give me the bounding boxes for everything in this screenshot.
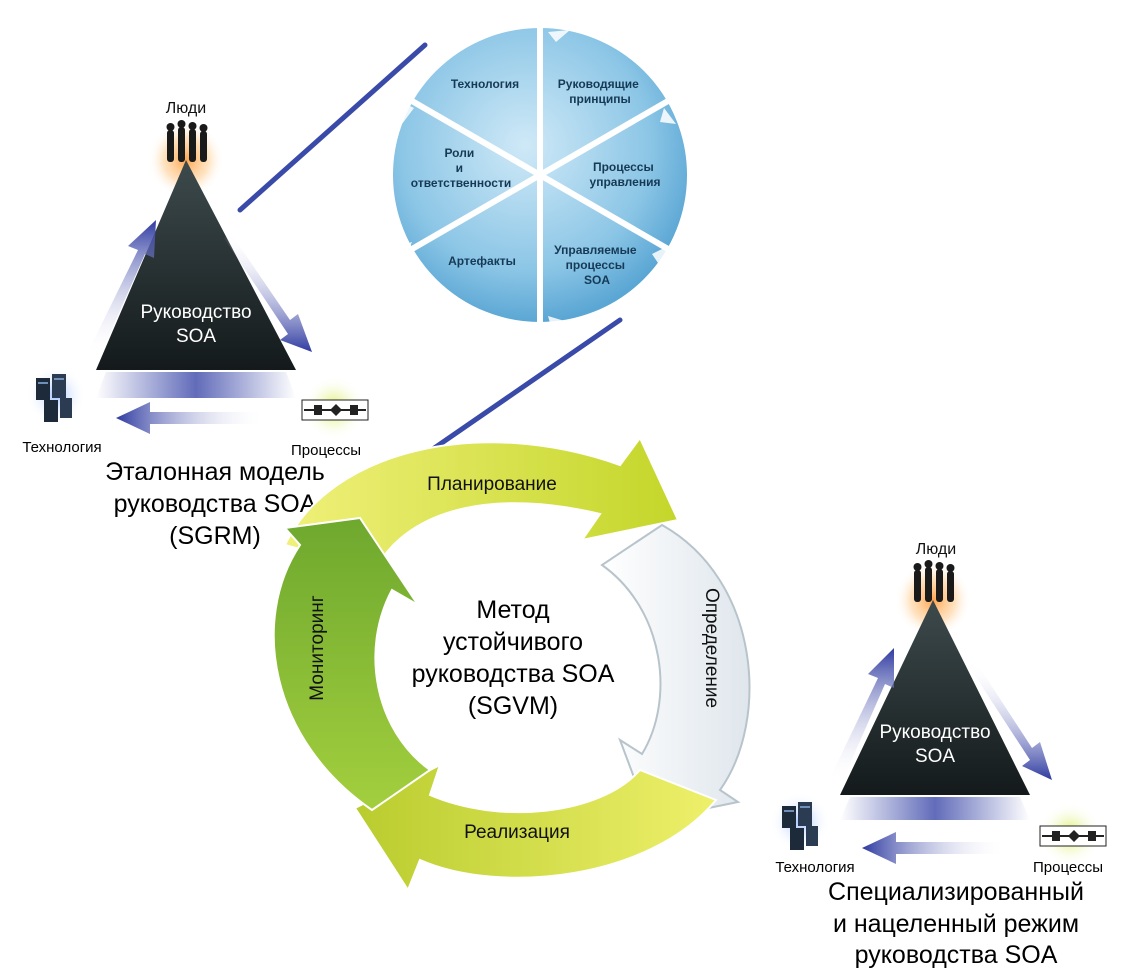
wheel-segment-managed-soa-processes: Управляемые процессы SOA: [554, 243, 640, 287]
wheel-segment-guiding-principles-line1: Руководящие: [558, 77, 639, 91]
wheel-segment-roles-line3: ответственности: [411, 176, 511, 190]
triangle-center-line2: SOA: [915, 746, 955, 767]
cycle-label-definition: Определение: [701, 588, 722, 708]
wheel-dividers: [410, 25, 670, 325]
wheel-segment-management-processes-line1: Процессы: [593, 160, 654, 174]
servers-icon: [36, 374, 72, 422]
wheel-segment-roles: Роли и ответственности: [411, 146, 511, 190]
left-reference-model: Люди Руководство SOA Технология Процессы…: [22, 100, 369, 550]
wheel-segment-managed-soa-processes-line2: процессы: [566, 258, 625, 272]
servers-icon: [782, 802, 818, 850]
wheel-rim-arrows: [398, 30, 676, 330]
arrow-up-icon: [830, 648, 894, 782]
cycle-label-monitoring: Мониторинг: [307, 595, 328, 700]
wheel-segment-guiding-principles-line2: принципы: [569, 92, 630, 106]
people-label: Люди: [916, 541, 956, 558]
sgrm-caption-line1: Эталонная модель: [105, 458, 325, 486]
wheel-segment-roles-line2: и: [456, 161, 463, 175]
technology-label: Технология: [22, 439, 101, 456]
specialized-caption-line2: и нацеленный режим: [833, 910, 1079, 938]
processes-label: Процессы: [291, 442, 361, 459]
connector-triangle-to-wheel: [237, 42, 428, 213]
wheel-segment-managed-soa-processes-line3: SOA: [584, 273, 610, 287]
triangle-center-line2: SOA: [176, 326, 216, 347]
cycle-arrow-planning: [283, 436, 680, 572]
people-icon: [913, 560, 955, 602]
wheel-segment-management-processes: Процессы управления: [590, 160, 661, 189]
wheel-segment-technology: Технология: [451, 77, 519, 91]
sgvm-center-line2: устойчивого: [443, 628, 583, 656]
sgvm-center-line1: Метод: [476, 596, 550, 624]
sgvm-center-line4: (SGVM): [468, 692, 558, 720]
wheel-segment-management-processes-line2: управления: [590, 175, 661, 189]
arrow-left-icon: [116, 402, 265, 434]
triangle-center-line1: Руководство: [879, 722, 990, 743]
arrow-left-icon: [862, 832, 1006, 864]
triangle-center-line1: Руководство: [140, 302, 251, 323]
governance-triangle: [96, 160, 296, 370]
right-specialized-model: Люди Руководство SOA Технология Процессы…: [770, 541, 1107, 969]
triangle-base-band: [96, 372, 296, 398]
arrow-up-icon: [88, 220, 156, 356]
triangle-base-band: [840, 797, 1030, 820]
sgvm-cycle: Планирование Определение Реализация Мони…: [272, 436, 751, 893]
people-label: Люди: [166, 100, 206, 117]
cycle-label-implementation: Реализация: [464, 822, 570, 843]
people-icon: [166, 120, 208, 162]
process-flow-icon: [1039, 825, 1107, 847]
cycle-arrow-implementation: [353, 763, 718, 893]
arrow-down-icon: [224, 232, 312, 352]
wheel-segment-roles-line1: Роли: [444, 146, 474, 160]
arrow-down-icon: [970, 662, 1052, 780]
cycle-arrow-definition: [600, 523, 751, 822]
process-flow-icon: [301, 399, 369, 421]
wheel-segment-artifacts-line1: Артефакты: [448, 254, 516, 268]
wheel-segment-guiding-principles: Руководящие принципы: [558, 77, 642, 106]
specialized-caption-line1: Специализированный: [828, 878, 1084, 906]
sgrm-caption-line2: руководства SOA: [114, 490, 317, 518]
processes-label: Процессы: [1033, 859, 1103, 876]
wheel-segment-managed-soa-processes-line1: Управляемые: [554, 243, 637, 257]
cycle-arrow-monitoring: [272, 516, 432, 812]
technology-label: Технология: [775, 859, 854, 876]
governance-wheel: Технология Руководящие принципы Процессы…: [391, 25, 689, 330]
specialized-caption-line3: руководства SOA: [855, 941, 1058, 969]
sgvm-center-line3: руководства SOA: [412, 660, 615, 688]
wheel-segment-technology-line1: Технология: [451, 77, 519, 91]
wheel-segment-artifacts: Артефакты: [448, 254, 516, 268]
sgrm-caption-line3: (SGRM): [169, 522, 261, 550]
governance-triangle: [840, 600, 1030, 795]
cycle-label-planning: Планирование: [427, 474, 557, 495]
